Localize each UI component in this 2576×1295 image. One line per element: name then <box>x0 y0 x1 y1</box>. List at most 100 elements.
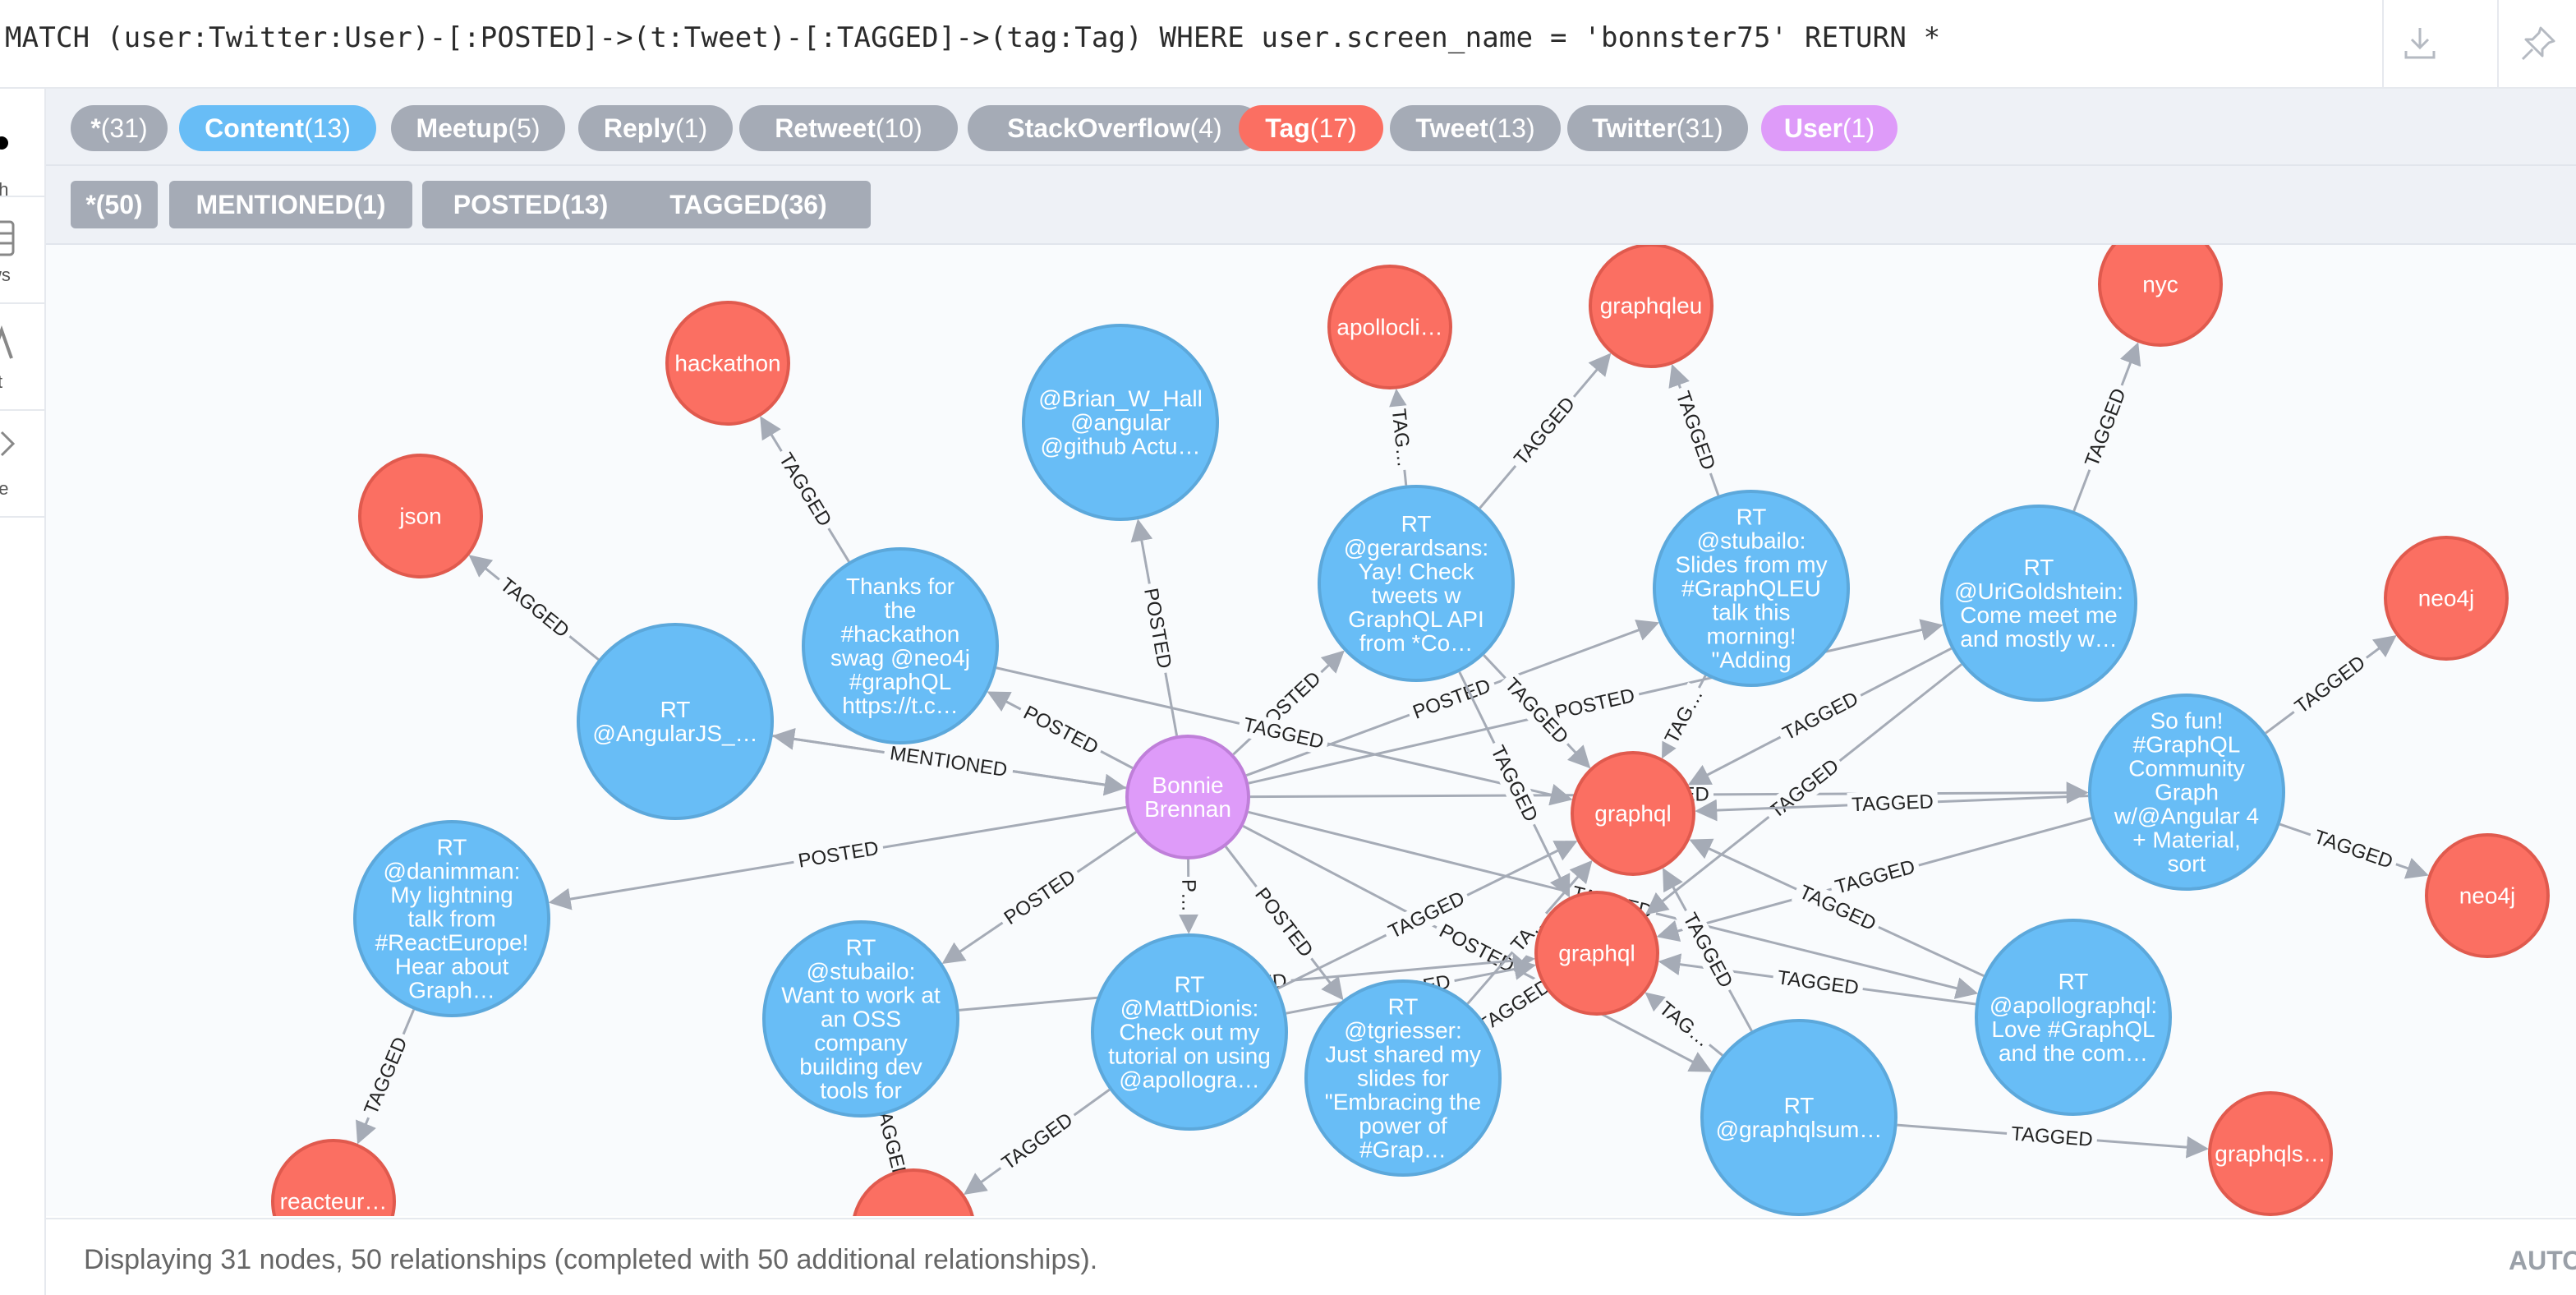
tag-node[interactable]: hackathon <box>665 301 790 426</box>
tweet-node[interactable]: RT@stubailo:Slides from my#GraphQLEUtalk… <box>1653 490 1850 687</box>
label-pill[interactable]: Twitter(31) <box>1567 105 1748 151</box>
graph-visualization[interactable]: POSTEDPOSTEDPOSTEDPOSTEDPOSTEDPOSTEDMENT… <box>46 245 2576 1216</box>
tag-node[interactable] <box>853 1168 974 1216</box>
tag-node[interactable]: apollocli… <box>1327 265 1452 389</box>
relationship-edge[interactable]: TAGGED <box>1663 868 1753 1032</box>
relationship-edge[interactable]: TAG… <box>1385 388 1417 486</box>
label-pill[interactable]: Retweet(10) <box>739 105 958 151</box>
tag-node[interactable]: graphqleu <box>1589 245 1714 368</box>
label-pill[interactable]: Meetup(5) <box>391 105 565 151</box>
tag-node[interactable]: nyc <box>2098 245 2223 347</box>
node-caption-line: https://t.c… <box>842 693 959 718</box>
relationship-pill[interactable]: TAGGED(36) <box>626 181 871 228</box>
label-pill[interactable]: User(1) <box>1761 105 1898 151</box>
sidebar-item-code[interactable]: de <box>0 409 44 518</box>
node-circle[interactable] <box>1327 265 1452 389</box>
tag-node[interactable]: reacteur… <box>271 1139 396 1216</box>
node-circle[interactable] <box>802 547 999 744</box>
node-circle[interactable] <box>1589 245 1714 368</box>
node-circle[interactable] <box>1571 751 1695 876</box>
label-pill[interactable]: StackOverflow(4) <box>968 105 1262 151</box>
tag-node[interactable]: neo4j <box>2425 833 2550 958</box>
relationship-edge[interactable]: TAGGED <box>1458 671 1571 898</box>
node-circle[interactable] <box>577 623 774 820</box>
relationship-edge[interactable]: TAGGED <box>468 555 600 661</box>
tag-node[interactable]: json <box>358 454 483 578</box>
node-caption-line: "Embracing the <box>1325 1090 1481 1115</box>
node-circle[interactable] <box>1534 891 1659 1016</box>
relationship-edge[interactable]: TAGGED <box>1897 1121 2209 1159</box>
node-circle[interactable] <box>353 820 550 1017</box>
graph-canvas[interactable]: POSTEDPOSTEDPOSTEDPOSTEDPOSTEDPOSTEDMENT… <box>46 245 2576 1216</box>
pin-button[interactable] <box>2497 0 2576 87</box>
node-circle[interactable] <box>853 1168 974 1216</box>
node-circle[interactable] <box>1975 919 2172 1116</box>
tweet-node[interactable]: @Brian_W_Hall@angular@github Actu… <box>1022 324 1219 521</box>
label-pill[interactable]: Tweet(13) <box>1390 105 1561 151</box>
relationship-pill[interactable]: *(50) <box>71 181 158 228</box>
label-pill[interactable]: Tag(17) <box>1239 105 1383 151</box>
relationship-pill[interactable]: MENTIONED(1) <box>169 181 412 228</box>
node-circle[interactable] <box>1318 485 1515 682</box>
node-caption-line: an OSS <box>821 1007 901 1032</box>
tag-node[interactable]: graphqls… <box>2208 1091 2333 1216</box>
query-text[interactable]: MATCH (user:Twitter:User)-[:POSTED]->(t:… <box>5 21 1941 54</box>
relationship-edge[interactable]: TAGGED <box>2072 342 2141 512</box>
node-circle[interactable] <box>2208 1091 2333 1216</box>
relationship-edge[interactable]: POSTED <box>1130 518 1179 736</box>
node-caption-line: neo4j <box>2459 883 2516 909</box>
tweet-node[interactable]: So fun!#GraphQLCommunityGraphw/@Angular … <box>2088 694 2285 891</box>
auto-complete-toggle[interactable]: AUTO <box>2509 1246 2576 1275</box>
label-pill[interactable]: Reply(1) <box>578 105 733 151</box>
relationship-edge[interactable]: TAG… <box>1644 992 1723 1057</box>
node-circle[interactable] <box>2384 536 2509 661</box>
node-circle[interactable] <box>762 920 959 1118</box>
node-circle[interactable] <box>358 454 483 578</box>
node-circle[interactable] <box>665 301 790 426</box>
relationship-pill[interactable]: POSTED(13) <box>422 181 639 228</box>
sidebar-item-text[interactable]: ct <box>0 302 44 411</box>
relationship-edge[interactable]: TAGGED <box>964 1088 1111 1195</box>
node-circle[interactable] <box>2098 245 2223 347</box>
relationship-edge[interactable]: TAGGED <box>1668 363 1723 496</box>
relationship-edge[interactable]: TAGGED <box>1479 353 1612 509</box>
tag-node[interactable]: graphql <box>1571 751 1695 876</box>
tweet-node[interactable]: RT@graphqlsum… <box>1700 1019 1898 1216</box>
edge-label-background <box>1774 684 1867 749</box>
relationship-edge[interactable]: POSTED <box>941 831 1137 965</box>
sidebar-item-table[interactable]: ws <box>0 196 44 304</box>
relationship-edge[interactable]: TAGGED <box>356 1009 416 1145</box>
node-circle[interactable] <box>1653 490 1850 687</box>
node-circle[interactable] <box>1091 933 1288 1131</box>
tag-node[interactable]: neo4j <box>2384 536 2509 661</box>
node-circle[interactable] <box>271 1139 396 1216</box>
node-circle[interactable] <box>1940 505 2137 702</box>
tweet-node[interactable]: RT@AngularJS_… <box>577 623 774 820</box>
sidebar-item-graph[interactable]: ph <box>0 89 44 197</box>
node-circle[interactable] <box>1125 735 1250 859</box>
label-pill[interactable]: *(31) <box>71 105 168 151</box>
relationship-edge[interactable]: TAGGED <box>2279 823 2429 879</box>
tag-node[interactable]: graphql <box>1534 891 1659 1016</box>
node-circle[interactable] <box>2088 694 2285 891</box>
relationship-edge[interactable]: TAGGED <box>1695 789 2089 822</box>
relationship-edge[interactable]: POSTED <box>987 691 1134 769</box>
node-circle[interactable] <box>1022 324 1219 521</box>
relationship-edge[interactable]: TAGGED <box>2265 635 2397 735</box>
node-circle[interactable] <box>1700 1019 1898 1216</box>
download-button[interactable] <box>2382 0 2456 87</box>
label-pill[interactable]: Content(13) <box>179 105 376 151</box>
relationship-edge[interactable]: TAGGED <box>760 416 850 563</box>
node-circle[interactable] <box>2425 833 2550 958</box>
relationship-edge[interactable]: P… <box>1175 859 1201 934</box>
node-circle[interactable] <box>1304 979 1502 1177</box>
